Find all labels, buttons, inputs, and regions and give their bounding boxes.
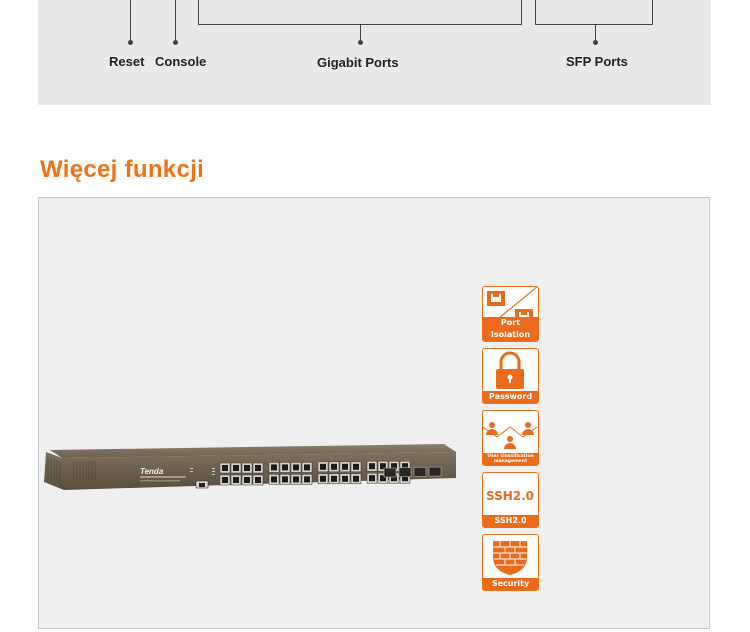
sfp-bracket-bottom <box>535 24 653 25</box>
rj45-port-socket <box>282 476 288 483</box>
rj45-port-socket <box>222 477 228 483</box>
padlock-icon <box>496 351 524 389</box>
sfp-bracket-right <box>652 0 653 24</box>
sfp-port-array <box>383 466 442 478</box>
rj45-port-socket <box>342 463 348 470</box>
feature-ssh-label: SSH2.0 <box>483 515 538 527</box>
rj45-port-socket <box>244 477 250 483</box>
feature-port-isolation-label: Port Isolation <box>483 317 538 341</box>
rj45-port-socket <box>293 464 299 471</box>
feature-security-label: Security <box>483 578 538 590</box>
gigabit-ports-label: Gigabit Ports <box>317 55 399 70</box>
ssh-badge-text: SSH2.0 <box>486 489 534 503</box>
rj45-port-socket <box>331 475 337 482</box>
sfp-port <box>428 466 442 477</box>
rj45-port-socket <box>282 464 288 471</box>
rj45-port-socket <box>222 465 228 471</box>
rj45-port-socket <box>391 463 397 470</box>
feature-user-classification: User classification management <box>482 410 539 466</box>
gigabit-leader-line <box>360 24 361 42</box>
ssh-icon: SSH2.0 <box>486 489 534 503</box>
network-switch-image: Tenda <box>44 444 456 490</box>
gigabit-leader-dot <box>358 40 363 45</box>
rj45-port-socket <box>380 475 386 482</box>
status-leds <box>190 468 215 475</box>
feature-port-isolation: Port Isolation <box>482 286 539 342</box>
rj45-port-socket <box>320 475 326 482</box>
rj45-port-socket <box>304 476 310 483</box>
rj45-port-socket <box>320 463 326 470</box>
rj45-port-socket <box>331 463 337 470</box>
port-diagram-panel: Reset Console Gigabit Ports SFP Ports <box>38 0 711 105</box>
rj45-port-socket <box>271 464 277 471</box>
switch-brand-logo: Tenda <box>140 467 164 476</box>
sfp-bracket-left <box>535 0 536 24</box>
rj45-port-socket <box>380 463 386 470</box>
rj45-port-socket <box>293 476 299 483</box>
firewall-icon <box>493 541 527 575</box>
feature-user-classification-label: User classification management <box>483 453 538 465</box>
rj45-port-socket <box>255 477 261 483</box>
gigabit-bracket-right <box>521 0 522 24</box>
console-label: Console <box>155 54 207 69</box>
sfp-port <box>383 467 397 478</box>
gigabit-port-array <box>219 460 411 486</box>
feature-password: Password <box>482 348 539 404</box>
sfp-port <box>398 467 412 478</box>
rj45-port-socket <box>353 463 359 470</box>
users-icon <box>483 422 538 449</box>
rj45-port-socket <box>369 475 375 482</box>
gigabit-bracket-left <box>198 0 199 24</box>
rj45-port-socket <box>342 475 348 482</box>
rj45-port-socket <box>402 475 408 482</box>
feature-password-label: Password <box>483 391 538 403</box>
reset-leader-dot <box>128 40 133 45</box>
feature-panel <box>38 197 710 629</box>
section-title: Więcej funkcji <box>40 156 205 183</box>
rj45-port-socket <box>353 475 359 482</box>
console-leader-dot <box>173 40 178 45</box>
switch-vent <box>47 458 96 482</box>
rj45-port-socket <box>391 475 397 482</box>
sfp-port <box>413 467 427 477</box>
rj45-port-socket <box>271 476 277 483</box>
feature-ssh: SSH2.0 SSH2.0 <box>482 472 539 528</box>
rj45-port-socket <box>304 464 310 471</box>
rj45-port-socket <box>244 465 250 471</box>
rj45-port-socket <box>233 477 239 483</box>
reset-label: Reset <box>109 54 145 69</box>
rj45-port-socket <box>402 463 408 470</box>
rj45-port-socket <box>369 463 375 470</box>
rj45-port-socket <box>255 465 261 471</box>
sfp-leader-line <box>595 24 596 42</box>
sfp-ports-label: SFP Ports <box>566 54 628 69</box>
feature-security: Security <box>482 534 539 591</box>
sfp-leader-dot <box>593 40 598 45</box>
reset-leader-line <box>130 0 131 42</box>
rj45-port-socket <box>233 465 239 471</box>
console-leader-line <box>175 0 176 42</box>
